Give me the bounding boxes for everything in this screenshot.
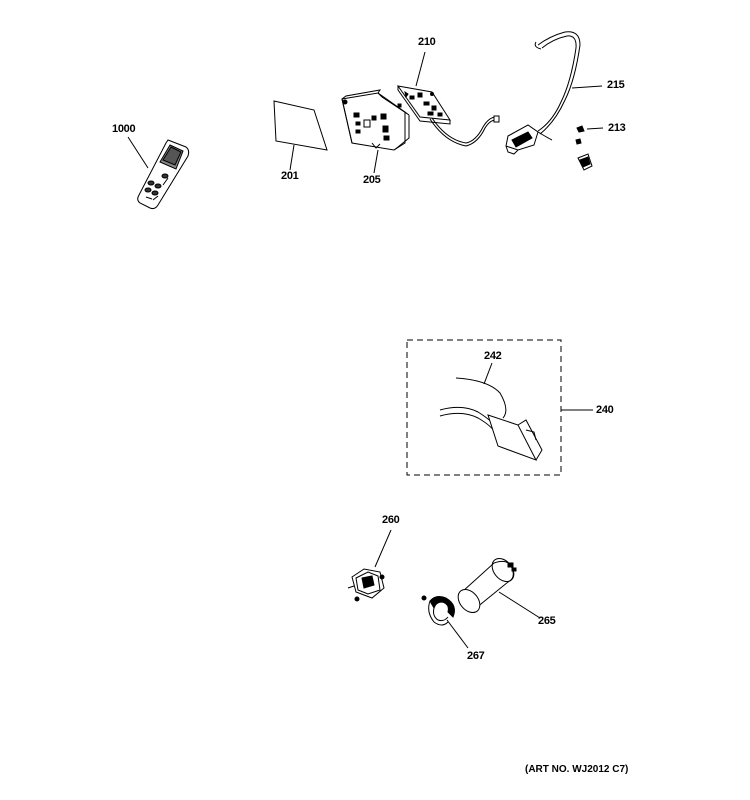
leader-267 [446,619,469,649]
capacitor-part [457,557,517,614]
leader-242 [483,362,493,385]
kit-240-box [406,339,562,476]
label-1000: 1000 [112,123,136,135]
label-242: 242 [484,350,502,362]
art-number: (ART NO. WJ2012 C7) [525,764,629,775]
leader-260 [374,529,392,568]
wire-harness-part [505,31,581,155]
label-213: 213 [608,122,626,134]
label-205: 205 [363,174,381,186]
panel-sheet-part [273,100,328,151]
label-240: 240 [596,404,614,416]
transformer-part [347,568,385,602]
control-housing-part [341,89,410,151]
leader-215 [571,85,603,89]
leader-201 [289,144,295,171]
label-210: 210 [418,36,436,48]
leader-210 [415,51,426,87]
label-265: 265 [538,615,556,627]
screws-part [575,125,593,171]
leader-265 [498,591,541,619]
label-215: 215 [607,79,625,91]
bracket-part [421,595,455,626]
label-267: 267 [467,650,485,662]
leader-1000 [127,136,149,169]
leader-213 [586,127,604,130]
sensor-part [439,377,543,461]
label-260: 260 [382,514,400,526]
label-201: 201 [281,170,299,182]
circuit-board-part [396,85,500,147]
remote-control-part [137,139,190,210]
leader-205 [373,149,379,174]
